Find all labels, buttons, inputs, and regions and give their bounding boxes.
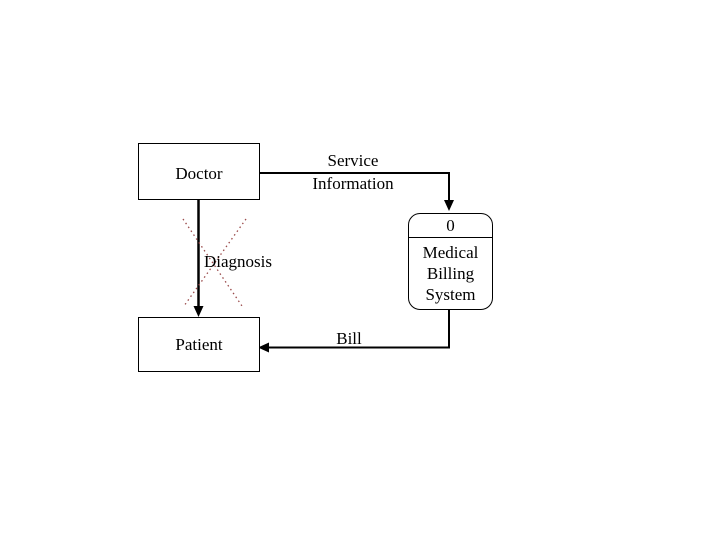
service-arrowhead-icon (444, 200, 454, 211)
process-name: Medical Billing System (422, 242, 479, 304)
entity-patient-label: Patient (175, 334, 223, 354)
entity-doctor: Doctor (138, 143, 260, 200)
process-number: 0 (409, 214, 492, 238)
entity-doctor-label: Doctor (175, 164, 223, 183)
entity-patient: Patient (138, 317, 260, 372)
flow-label-diagnosis: Diagnosis (204, 252, 272, 271)
diagnosis-arrowhead-icon (193, 306, 204, 317)
process-medical-billing-system: 0 Medical Billing System (408, 213, 493, 310)
flow-label-service-information: Service Information (312, 151, 394, 193)
flow-label-bill: Bill (336, 329, 362, 348)
